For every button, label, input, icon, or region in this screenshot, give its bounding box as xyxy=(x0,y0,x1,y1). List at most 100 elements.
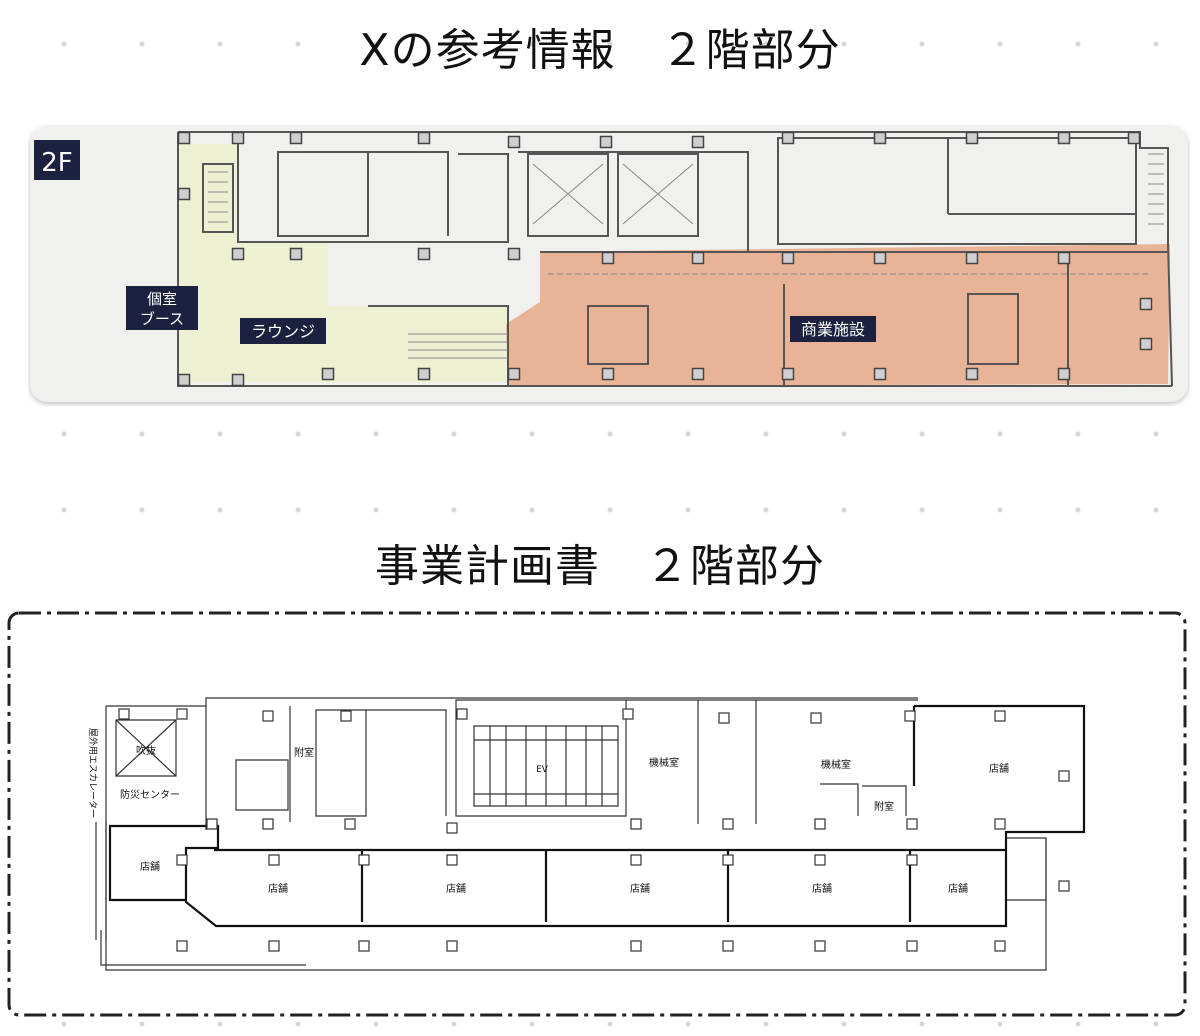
column xyxy=(814,818,826,830)
column xyxy=(691,135,705,149)
column xyxy=(446,822,458,834)
column xyxy=(814,940,826,952)
store-label-4: 店舗 xyxy=(812,882,832,895)
grid-dot xyxy=(217,41,223,47)
column xyxy=(873,131,887,145)
grid-dot xyxy=(217,431,223,437)
private-booth-box xyxy=(126,286,198,330)
column xyxy=(231,247,245,261)
column xyxy=(906,854,918,866)
column xyxy=(965,131,979,145)
column xyxy=(1139,297,1153,311)
grid-dot xyxy=(685,507,691,513)
column xyxy=(630,818,642,830)
column xyxy=(456,708,468,720)
grid-dot xyxy=(685,41,691,47)
private-booth-label-1: 個室 xyxy=(147,290,177,308)
grid-dot xyxy=(451,431,457,437)
column xyxy=(1057,131,1071,145)
grid-dot xyxy=(139,1021,145,1027)
grid-dot xyxy=(373,41,379,47)
column xyxy=(417,247,431,261)
grid-dot xyxy=(919,431,925,437)
column xyxy=(176,854,188,866)
top-floor-plan-panel: 2F 個室 ブース ラウンジ 商業施設 xyxy=(28,124,1190,406)
grid-dot xyxy=(685,1021,691,1027)
column xyxy=(873,367,887,381)
column xyxy=(446,854,458,866)
void-label: 吹抜 xyxy=(136,744,156,757)
column xyxy=(344,818,356,830)
top-heading: Xの参考情報 ２階部分 xyxy=(359,25,841,76)
column xyxy=(722,940,734,952)
grid-dot xyxy=(139,507,145,513)
grid-dot xyxy=(217,507,223,513)
column xyxy=(176,940,188,952)
thin-walls xyxy=(95,697,1047,971)
column xyxy=(781,131,795,145)
column xyxy=(417,131,431,145)
dash-dot-border xyxy=(7,611,1187,1017)
column xyxy=(1058,880,1070,892)
top-floor-plan: 2F 個室 ブース ラウンジ 商業施設 xyxy=(30,126,1188,402)
store-label-2: 店舗 xyxy=(446,882,466,895)
grid-dot xyxy=(607,507,613,513)
column xyxy=(507,367,521,381)
column xyxy=(1139,337,1153,351)
column xyxy=(994,710,1006,722)
grid-dot xyxy=(919,1021,925,1027)
store-label-3: 店舗 xyxy=(630,882,650,895)
grid-dot xyxy=(529,1021,535,1027)
grid-dot xyxy=(607,41,613,47)
escalator-label: 屋外用エスカレーター xyxy=(87,728,99,818)
column xyxy=(599,135,613,149)
grid-dot xyxy=(451,1021,457,1027)
grid-dot xyxy=(607,1021,613,1027)
column xyxy=(965,367,979,381)
walls xyxy=(177,131,1173,387)
grid-dot xyxy=(1075,431,1081,437)
grid-dot xyxy=(607,431,613,437)
column xyxy=(321,367,335,381)
column xyxy=(507,135,521,149)
disaster-center-label: 防災センター xyxy=(120,788,180,801)
grid-dot xyxy=(997,41,1003,47)
store-label-1: 店舗 xyxy=(268,882,288,895)
grid-dot xyxy=(529,41,535,47)
grid-dot xyxy=(685,431,691,437)
column xyxy=(781,367,795,381)
column xyxy=(358,854,370,866)
column xyxy=(118,708,130,720)
machine-room-1-label: 機械室 xyxy=(649,756,679,769)
annex-room-label: 附室 xyxy=(294,746,314,759)
column xyxy=(994,818,1006,830)
grid-dot xyxy=(373,431,379,437)
grid-dot xyxy=(139,431,145,437)
column xyxy=(630,940,642,952)
grid-dot xyxy=(997,431,1003,437)
column xyxy=(810,712,822,724)
grid-dot xyxy=(1075,1021,1081,1027)
private-booth-label-2: ブース xyxy=(140,310,184,328)
grid-dot xyxy=(1153,41,1159,47)
column xyxy=(289,247,303,261)
grid-dot xyxy=(841,1021,847,1027)
column xyxy=(507,247,521,261)
column xyxy=(417,367,431,381)
grid-dot xyxy=(763,507,769,513)
annex-room-2-label: 附室 xyxy=(874,800,894,813)
grid-dot xyxy=(61,1021,67,1027)
column xyxy=(177,373,191,387)
grid-dot xyxy=(841,507,847,513)
store-top-right-label: 店舗 xyxy=(989,762,1009,775)
column xyxy=(601,367,615,381)
column xyxy=(904,710,916,722)
column xyxy=(289,131,303,145)
column xyxy=(601,251,615,265)
store-label-5: 店舗 xyxy=(948,882,968,895)
grid-dot xyxy=(373,507,379,513)
machine-room-2-label: 機械室 xyxy=(821,758,851,771)
column xyxy=(965,251,979,265)
grid-dot xyxy=(61,507,67,513)
grid-dot xyxy=(919,41,925,47)
